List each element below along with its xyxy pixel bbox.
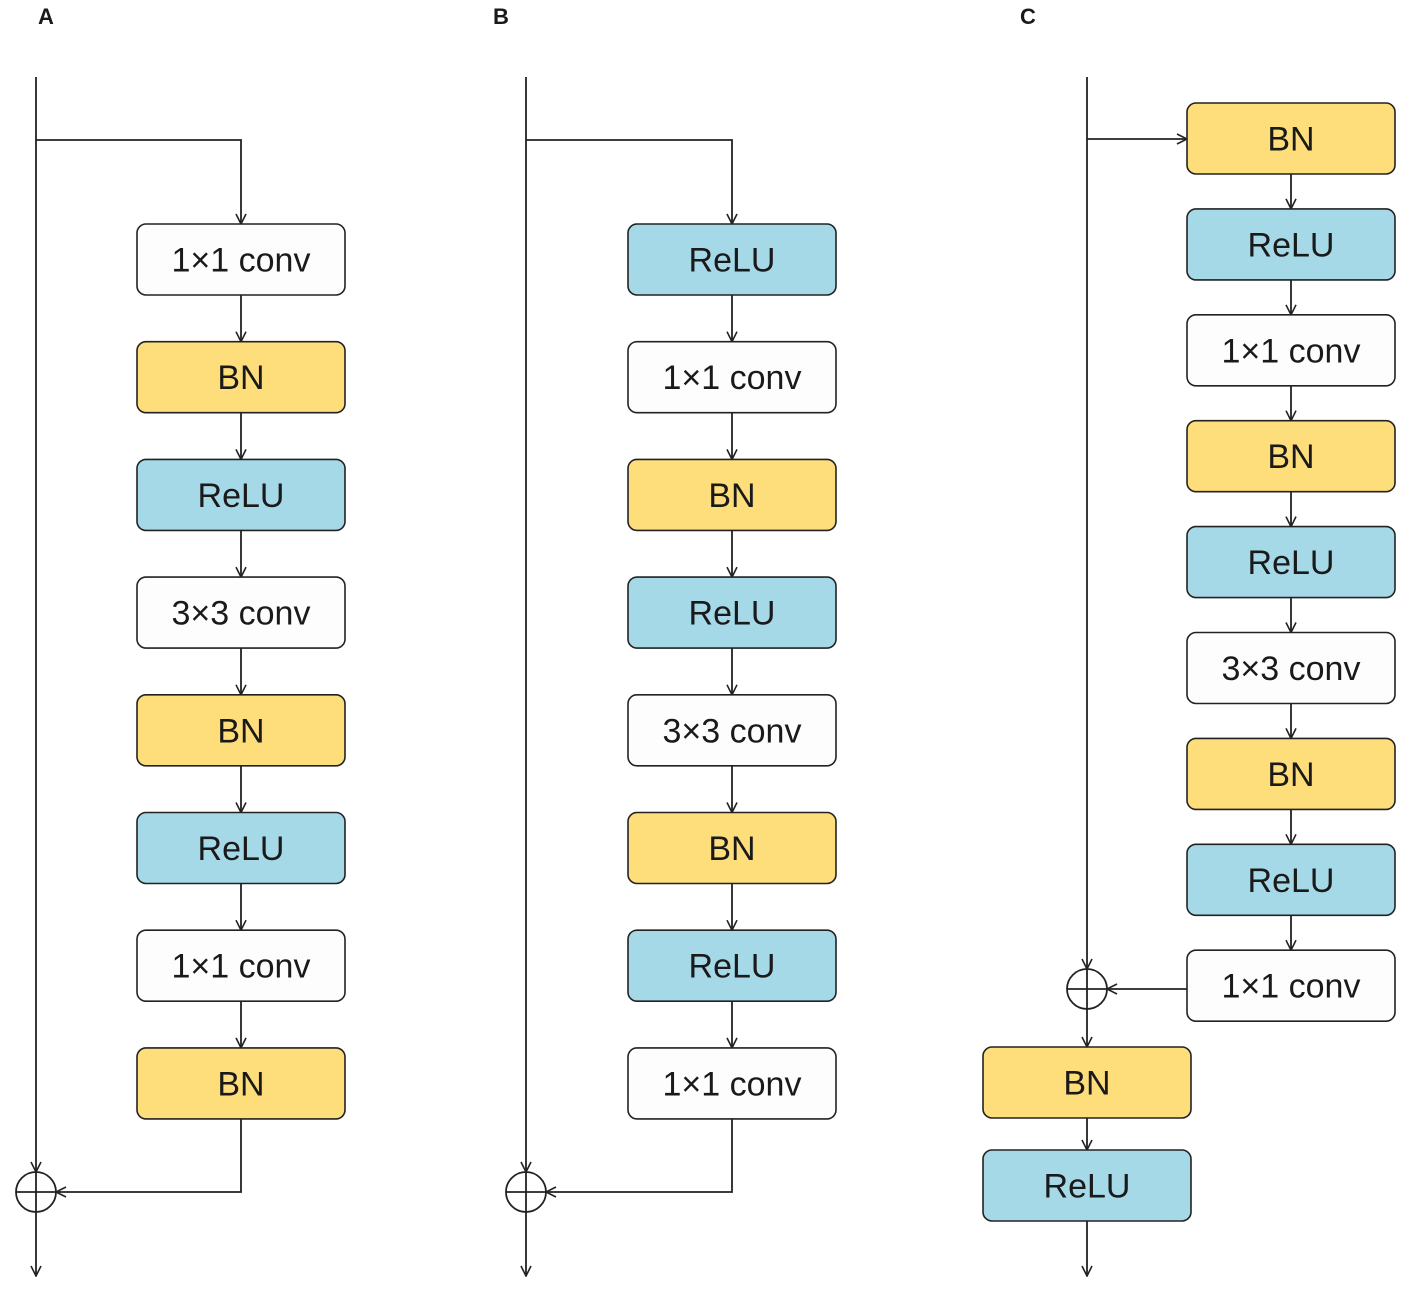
block-box (1186, 949, 1396, 1023)
add-symbol (15, 1171, 57, 1213)
block-relu: ReLU (136, 811, 346, 885)
block-label: 3×3 conv (1222, 650, 1361, 688)
block-relu: ReLU (136, 458, 346, 532)
block-bn: BN (627, 458, 837, 532)
block-label: ReLU (1248, 226, 1335, 264)
block-relu: ReLU (627, 223, 837, 296)
block-conv: 1×1 conv (1186, 313, 1396, 387)
panel-label: A (38, 4, 54, 29)
block-label: 3×3 conv (172, 595, 311, 633)
block-relu: ReLU (1186, 843, 1396, 917)
block-label: ReLU (689, 242, 776, 280)
block-bn: BN (1186, 102, 1396, 175)
block-conv: 3×3 conv (136, 576, 346, 649)
block-label: ReLU (198, 830, 285, 868)
block-bn: BN (136, 1047, 346, 1120)
add-symbol (1066, 968, 1108, 1010)
block-relu: ReLU (1186, 208, 1396, 281)
block-conv: 1×1 conv (1186, 949, 1396, 1023)
block-label: BN (1267, 438, 1314, 476)
panel-label: B (493, 4, 509, 29)
block-label: BN (1063, 1065, 1110, 1103)
block-label: ReLU (689, 948, 776, 986)
block-label: BN (708, 477, 755, 515)
block-label: BN (1267, 756, 1314, 794)
block-label: BN (708, 830, 755, 868)
branch-line (526, 139, 732, 224)
block-label: 1×1 conv (172, 242, 311, 280)
block-relu: ReLU (982, 1149, 1192, 1222)
branch-line (36, 139, 241, 224)
block-conv: 1×1 conv (627, 340, 837, 414)
block-bn: BN (136, 693, 346, 767)
block-label: 1×1 conv (663, 359, 802, 397)
block-label: BN (217, 1065, 264, 1103)
block-label: BN (1267, 121, 1314, 159)
block-conv: 1×1 conv (136, 223, 346, 296)
block-label: BN (217, 359, 264, 397)
block-label: ReLU (1248, 862, 1335, 900)
block-bn: BN (1186, 419, 1396, 493)
merge-line (546, 1118, 733, 1192)
block-relu: ReLU (627, 576, 837, 649)
block-conv: 1×1 conv (136, 929, 346, 1003)
block-label: ReLU (689, 595, 776, 633)
block-conv: 1×1 conv (627, 1047, 837, 1120)
block-bn: BN (982, 1046, 1192, 1119)
block-bn: BN (627, 811, 837, 885)
block-label: 1×1 conv (1222, 332, 1361, 370)
block-label: 3×3 conv (663, 712, 802, 750)
block-label: ReLU (198, 477, 285, 515)
block-conv: 3×3 conv (1186, 631, 1396, 705)
block-conv: 3×3 conv (627, 693, 837, 767)
block-label: 1×1 conv (663, 1065, 802, 1103)
block-label: ReLU (1044, 1168, 1131, 1206)
block-relu: ReLU (1186, 525, 1396, 599)
block-relu: ReLU (627, 929, 837, 1003)
block-label: ReLU (1248, 544, 1335, 582)
add-symbol (505, 1171, 547, 1213)
block-bn: BN (136, 340, 346, 414)
merge-line (56, 1118, 242, 1192)
block-bn: BN (1186, 737, 1396, 811)
block-label: 1×1 conv (1222, 968, 1361, 1006)
panel-label: C (1020, 4, 1036, 29)
block-label: 1×1 conv (172, 948, 311, 986)
block-label: BN (217, 712, 264, 750)
